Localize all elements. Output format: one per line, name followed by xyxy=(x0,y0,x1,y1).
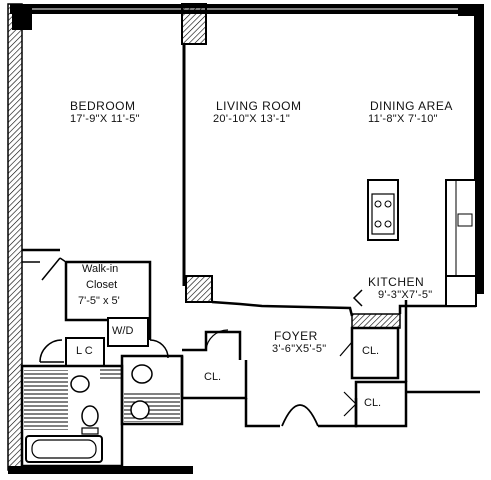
closet-1-label: CL. xyxy=(204,371,222,383)
left-exterior-wall xyxy=(7,3,23,471)
bottom-exterior-wall xyxy=(8,466,193,474)
closet-2-label: CL. xyxy=(362,345,380,357)
column-top-right xyxy=(458,4,482,16)
washer-dryer-box xyxy=(107,317,149,347)
walk-in-closet-label-line2: Closet xyxy=(86,279,118,291)
walk-in-closet-dimensions: 7'-5" x 5' xyxy=(78,295,120,307)
living-room-lower-wall xyxy=(211,300,354,317)
exterior-window-wall xyxy=(10,4,482,14)
closet-3-label: CL. xyxy=(364,397,382,409)
bedroom-dimensions: 17'-9"X 11'-5" xyxy=(70,113,140,125)
bedroom-label: BEDROOM xyxy=(70,99,136,113)
foyer-dimensions: 3'-6"X5'-5" xyxy=(272,343,327,355)
column-top-center xyxy=(181,3,207,45)
closet-1 xyxy=(180,329,248,400)
walk-in-closet-label-line1: Walk-in xyxy=(82,263,119,275)
walk-in-closet xyxy=(41,257,152,340)
linen-closet-label: L C xyxy=(76,345,93,357)
kitchen xyxy=(352,179,477,314)
dining-area-label: DINING AREA xyxy=(370,99,453,113)
bathroom-left xyxy=(20,364,124,468)
closet-3 xyxy=(343,300,480,428)
bathroom-right xyxy=(120,354,184,426)
dining-area-dimensions: 11'-8"X 7'-10" xyxy=(368,113,438,125)
entry-door-swing xyxy=(281,404,319,427)
foyer-label: FOYER xyxy=(274,329,318,343)
column-partition-base xyxy=(185,275,213,303)
kitchen-dimensions: 9'-3"X7'-5" xyxy=(378,289,433,301)
kitchen-label: KITCHEN xyxy=(368,275,425,289)
foyer-wall-bottom xyxy=(318,398,358,428)
door-swing-closet xyxy=(39,339,63,363)
closet-2 xyxy=(339,313,401,380)
right-exterior-wall xyxy=(474,4,484,294)
living-room-label: LIVING ROOM xyxy=(216,99,302,113)
living-room-dimensions: 20'-10"X 13'-1" xyxy=(213,113,291,125)
column-top-left xyxy=(12,4,32,30)
foyer-wall-left xyxy=(244,398,280,428)
washer-dryer-label: W/D xyxy=(112,325,134,337)
